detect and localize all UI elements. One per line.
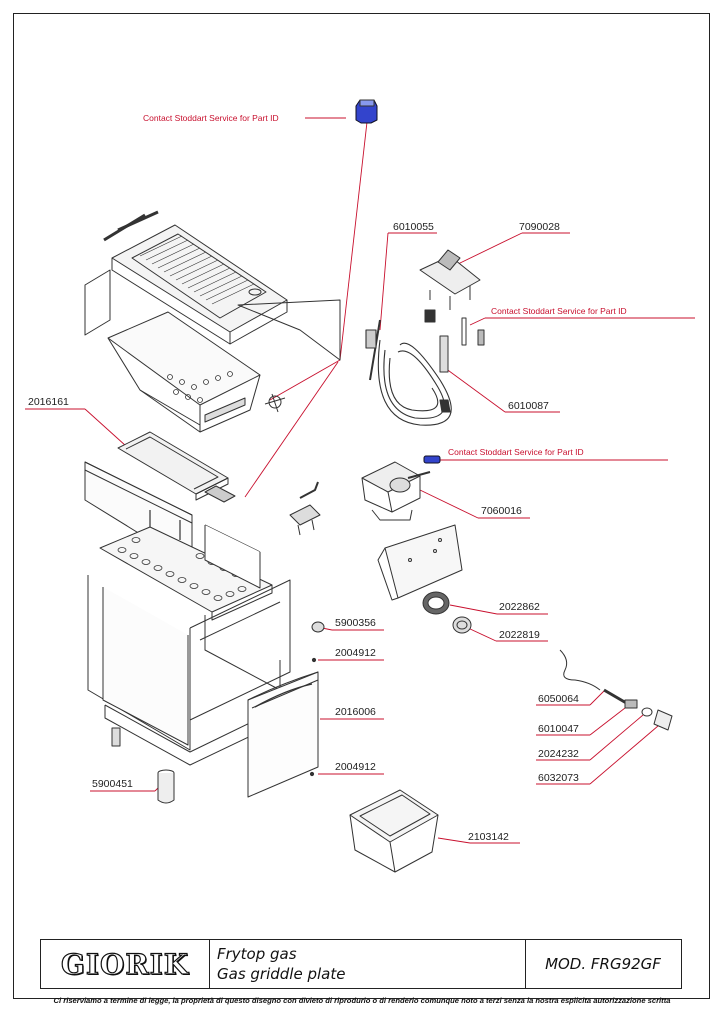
thermocouple-coil (365, 319, 452, 426)
giorik-logo: GIORIK (60, 947, 190, 981)
part-label-2022819: 2022819 (499, 629, 540, 641)
control-bracket (377, 524, 463, 601)
piezo-igniter (559, 649, 673, 731)
blue-pin-part (423, 455, 441, 464)
gas-tap (289, 481, 321, 536)
part-label-2024232: 2024232 (538, 748, 579, 760)
part-label-5900451: 5900451 (92, 778, 133, 790)
drawing-border (13, 13, 710, 999)
part-label-2004912-b: 2004912 (335, 761, 376, 773)
gas-valve (361, 461, 431, 521)
part-label-2103142: 2103142 (468, 831, 509, 843)
side-panels (84, 269, 341, 361)
small-valve-fitting (264, 393, 286, 413)
part-label-6032073: 6032073 (538, 772, 579, 784)
blue-knob-part (355, 99, 378, 124)
part-label-6010047: 6010047 (538, 723, 579, 735)
part-label-6010087: 6010087 (508, 400, 549, 412)
cabinet-body (87, 575, 291, 766)
logo-cell: GIORIK (41, 940, 210, 988)
part-label-7060016: 7060016 (481, 505, 522, 517)
description-italian: Frytop gas (217, 945, 297, 963)
part-label-6050064: 6050064 (538, 693, 579, 705)
screw-dot-1 (311, 657, 317, 663)
griddle-top-plate (103, 210, 288, 345)
model-number: MOD. FRG92GF (545, 955, 661, 973)
copyright-disclaimer: Ci riserviamo a termine di legge, la pro… (53, 996, 671, 1005)
description-cell: Frytop gas Gas griddle plate (209, 940, 526, 988)
cabinet-door (247, 671, 319, 798)
leader-lines (25, 117, 695, 844)
part-label-5900356: 5900356 (335, 617, 376, 629)
contact-label-2: Contact Stoddart Service for Part ID (491, 306, 627, 316)
burner-tube (117, 431, 236, 503)
part-label-7090028: 7090028 (519, 221, 560, 233)
part-label-2022862: 2022862 (499, 601, 540, 613)
part-label-2016161: 2016161 (28, 396, 69, 408)
burner-box (107, 311, 261, 433)
part-label-2004912-a: 2004912 (335, 647, 376, 659)
contact-label-3: Contact Stoddart Service for Part ID (448, 447, 584, 457)
contact-label-1: Contact Stoddart Service for Part ID (143, 113, 279, 123)
pilot-assembly (419, 249, 485, 373)
screw-dot-2 (309, 771, 315, 777)
drip-tray (349, 789, 439, 873)
control-knob (452, 616, 472, 634)
part-label-2016006: 2016006 (335, 706, 376, 718)
small-knob-part (311, 621, 325, 633)
description-english: Gas griddle plate (217, 965, 346, 983)
part-label-6010055: 6010055 (393, 221, 434, 233)
adjustable-foot (157, 769, 175, 804)
title-block: GIORIK Frytop gas Gas griddle plate MOD.… (40, 939, 682, 989)
knob-bezel (422, 591, 450, 615)
